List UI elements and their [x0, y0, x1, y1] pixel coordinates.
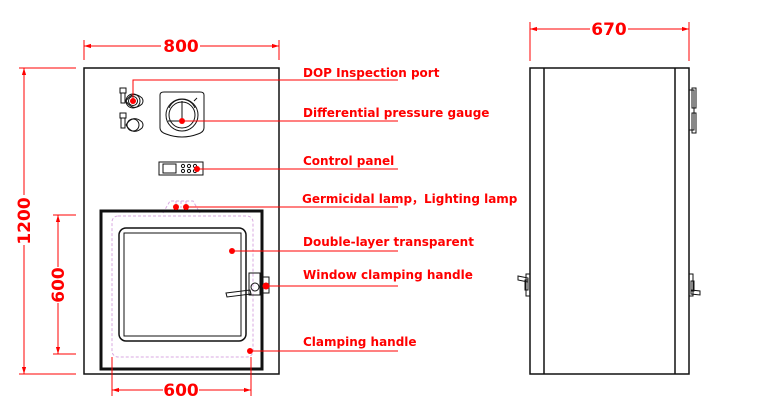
side-handle-right-icon	[688, 273, 701, 297]
dimension-window-width-label: 600	[163, 381, 199, 401]
dimension-height-label: 1200	[15, 197, 35, 244]
dimension-depth-label: 670	[591, 20, 627, 40]
dimension-width-label: 800	[163, 37, 199, 57]
callout-leaders	[130, 79, 398, 354]
front-cabinet-outline	[83, 67, 280, 375]
dop-port-lower-icon	[119, 112, 144, 132]
side-dop-port-icon	[688, 87, 697, 170]
dimension-height: 1200	[15, 67, 76, 375]
callout-clamp-handle: Clamping handle	[303, 335, 417, 349]
dimension-depth: 670	[529, 20, 690, 61]
dimension-window-height: 600	[49, 214, 76, 355]
glass-window-inner	[123, 232, 242, 337]
lamp-zone-outline	[111, 215, 254, 358]
door-frame	[99, 209, 264, 371]
side-cabinet-outline	[529, 67, 690, 375]
callout-lamp: Germicidal lamp，Lighting lamp	[302, 192, 518, 206]
side-view: 670	[517, 20, 701, 375]
side-handle-left-icon	[517, 273, 531, 297]
dimension-window-height-label: 600	[49, 267, 69, 303]
front-view: DOP Inspection port Differential pressur…	[15, 37, 518, 401]
dop-port-upper-icon	[119, 87, 144, 109]
leader-line-dop	[132, 79, 398, 101]
callout-window-handle: Window clamping handle	[303, 268, 473, 282]
dimension-width: 800	[83, 37, 280, 60]
callout-control: Control panel	[303, 154, 394, 168]
dimension-window-width: 600	[111, 357, 252, 401]
pressure-gauge-icon	[159, 91, 205, 138]
window-clamping-handle-icon	[225, 272, 270, 298]
callout-gauge: Differential pressure gauge	[303, 106, 489, 120]
leader-dot-lamp-1	[173, 204, 179, 210]
callout-dop: DOP Inspection port	[303, 66, 440, 80]
glass-window-outer	[118, 227, 247, 342]
callout-glass: Double-layer transparent	[303, 235, 474, 249]
